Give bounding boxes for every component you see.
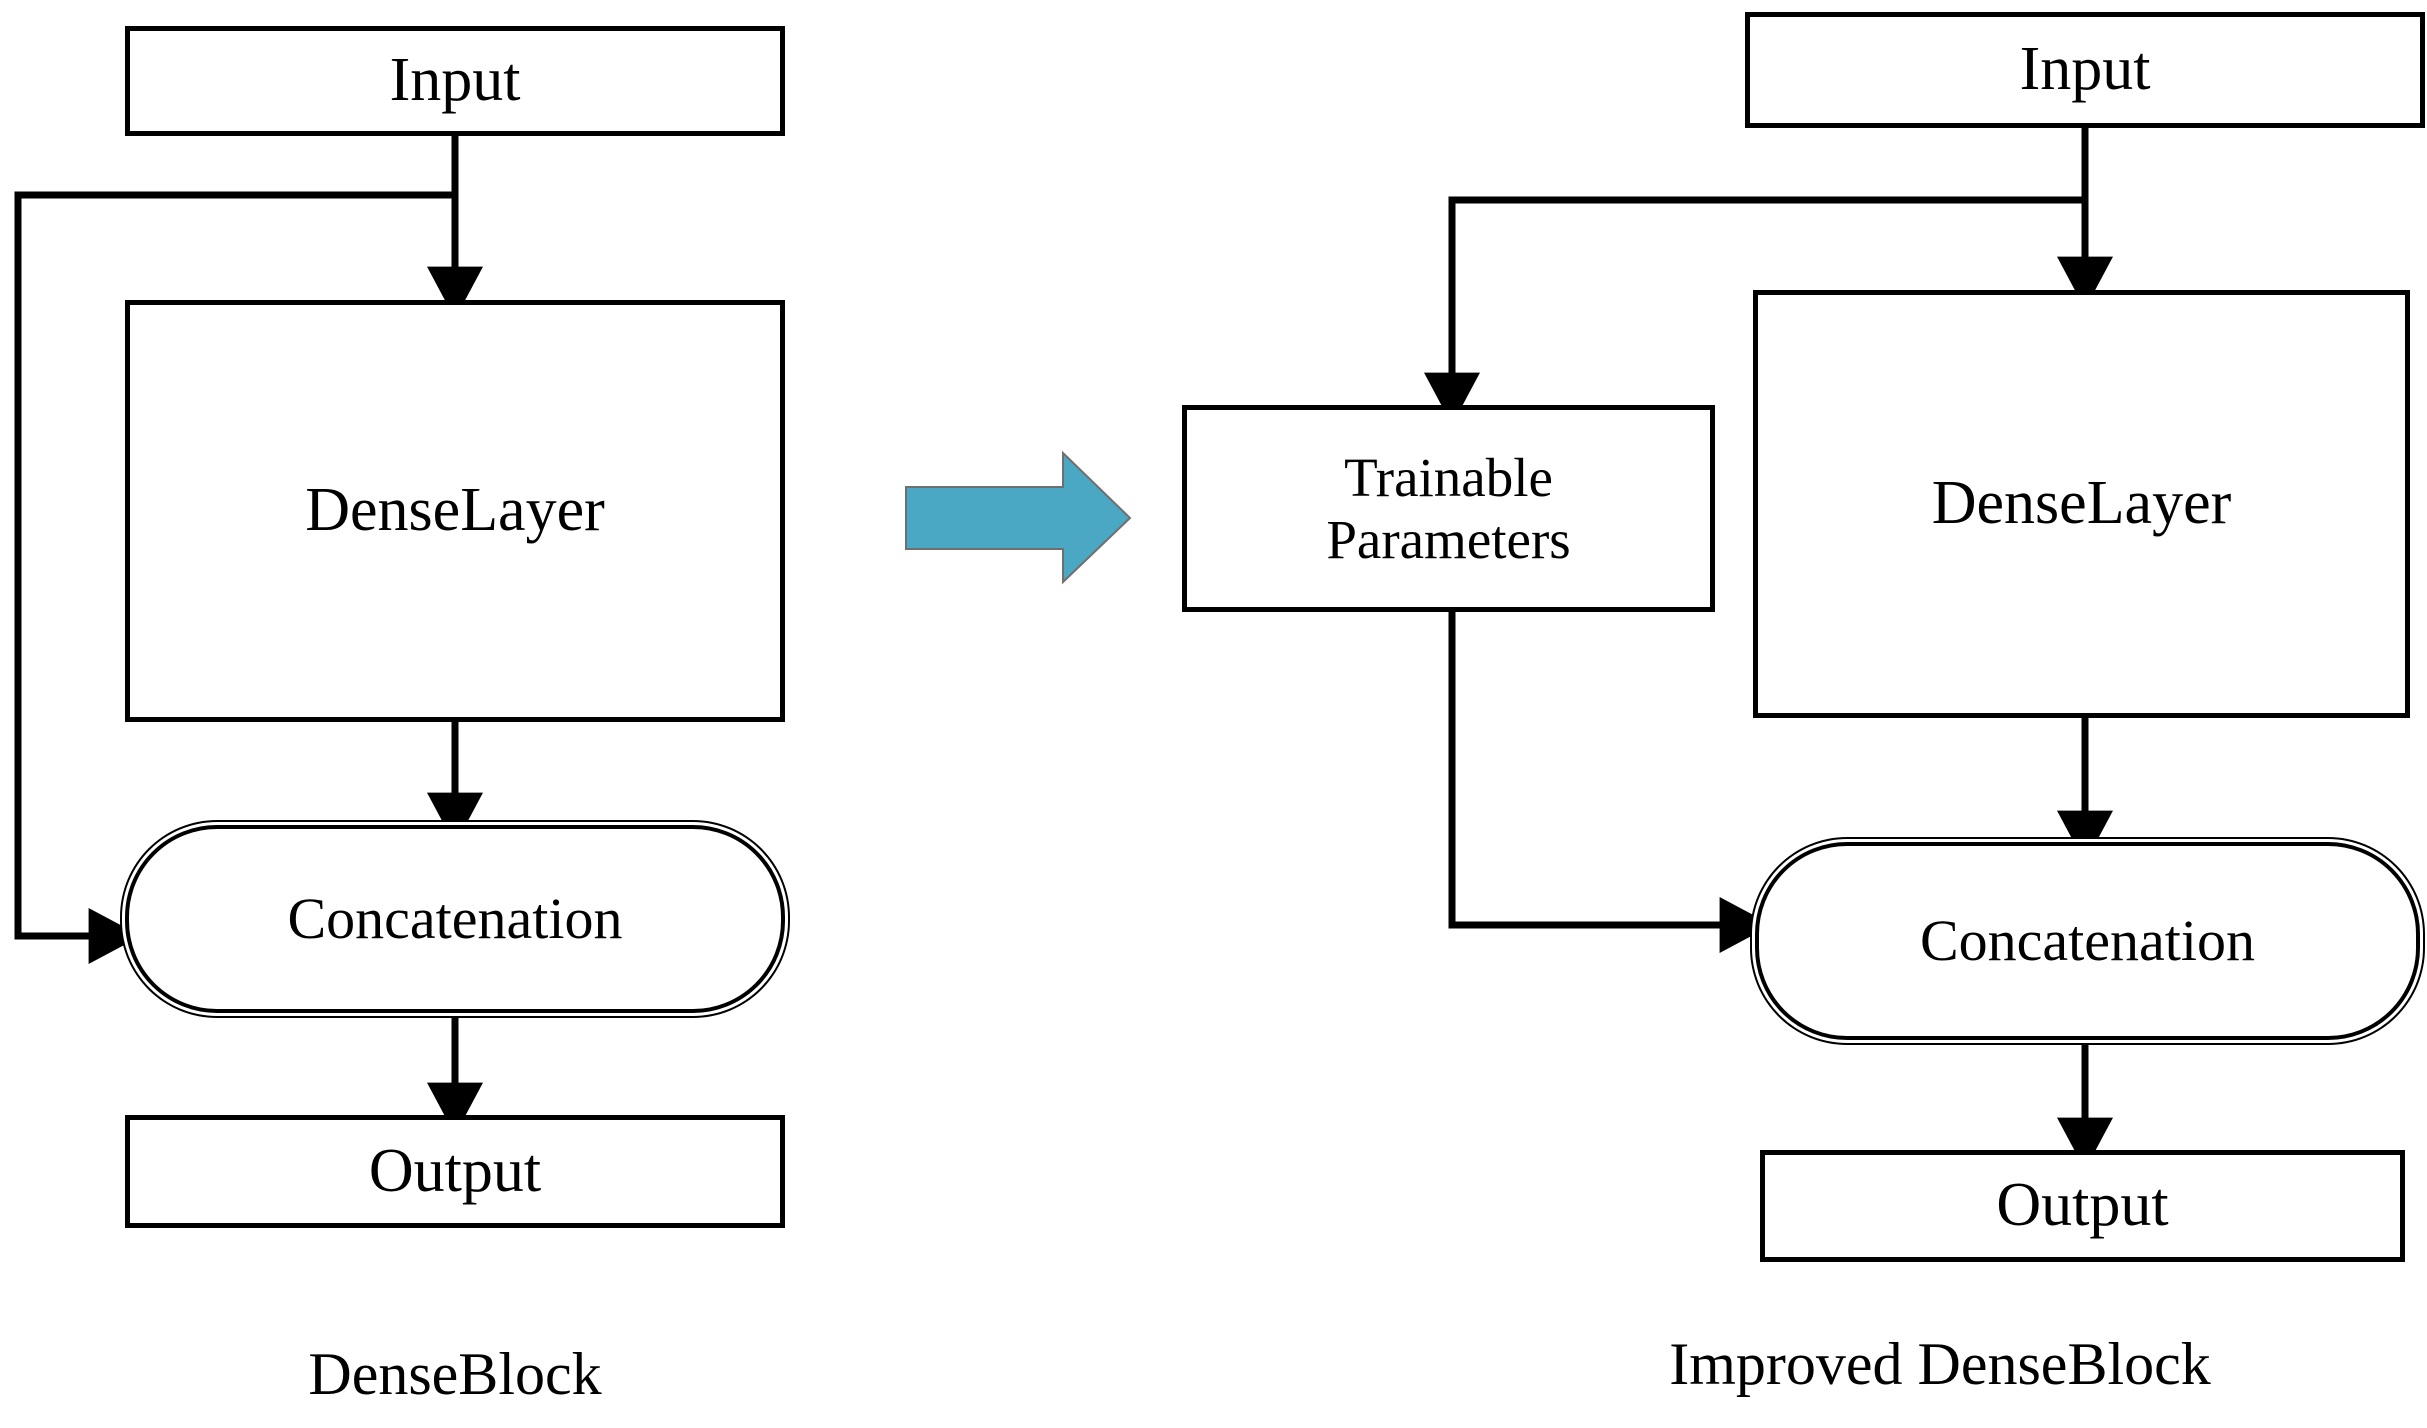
edge-right-input-to-trainable-parameters: [1424, 196, 2085, 426]
left-node-concatenation: Concatenation: [125, 825, 785, 1013]
right-node-concatenation: Concatenation: [1755, 842, 2420, 1040]
left-node-dense-layer: DenseLayer: [125, 300, 785, 722]
left-node-input: Input: [125, 26, 785, 136]
edge-right-trainable-parameters-to-concatenation: [1448, 612, 1773, 953]
right-node-dense-layer: DenseLayer: [1753, 290, 2410, 718]
left-node-output: Output: [125, 1115, 785, 1228]
left-panel-caption: DenseBlock: [308, 1341, 602, 1407]
right-node-input: Input: [1745, 12, 2425, 128]
right-panel-caption: Improved DenseBlock: [1669, 1331, 2211, 1397]
right-node-trainable-parameters: Trainable Parameters: [1182, 405, 1715, 612]
edge-left-input-skip-to-concatenation: [14, 191, 455, 964]
right-node-output: Output: [1760, 1150, 2405, 1262]
transition-arrow-icon: [905, 450, 1132, 585]
